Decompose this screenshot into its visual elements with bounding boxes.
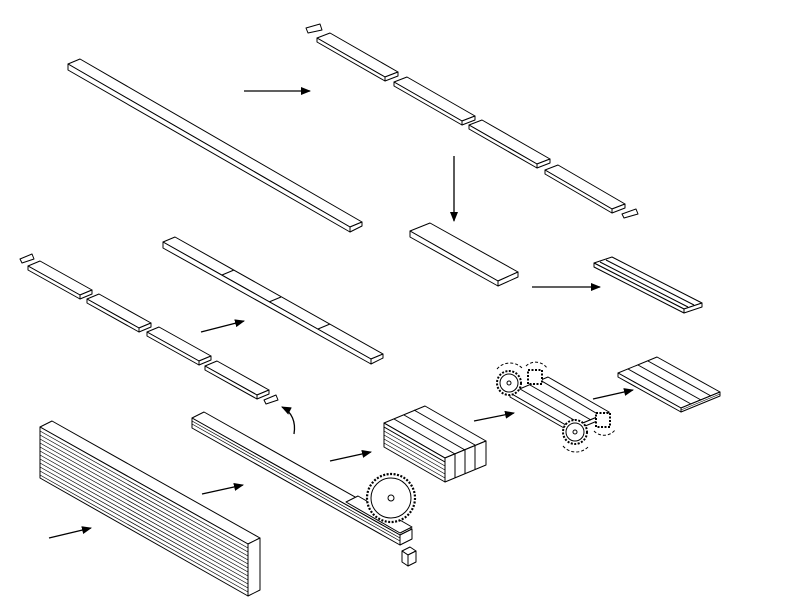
- finished-panel: [593, 256, 703, 314]
- offcut-piece: [621, 208, 639, 219]
- strip-piece: [86, 293, 152, 333]
- arrow-icon: [201, 483, 244, 495]
- offcut-piece: [305, 23, 323, 34]
- offcut-piece: [263, 394, 279, 405]
- strip-piece: [146, 326, 212, 366]
- arrow-icon: [473, 410, 515, 422]
- strip-piece: [204, 360, 270, 400]
- saw-blade-icon: [365, 472, 417, 524]
- cut-piece: [544, 164, 626, 214]
- arrow-icon: [281, 406, 296, 435]
- cutter-head-icon: [593, 412, 616, 436]
- glued-stack: [39, 420, 261, 597]
- arrow-icon: [200, 319, 245, 333]
- cut-piece: [316, 32, 399, 82]
- lamella-offcut: [401, 546, 417, 567]
- lamella-stack: [383, 405, 487, 483]
- arrow-icon: [48, 526, 92, 539]
- arrow-icon: [329, 450, 372, 462]
- laminated-blank: [162, 236, 384, 365]
- arrow-icon: [592, 388, 634, 400]
- long-board: [67, 58, 363, 233]
- cutter-head-icon: [525, 361, 548, 385]
- cut-piece: [393, 76, 476, 126]
- cut-piece: [468, 119, 551, 169]
- finished-boards: [617, 356, 721, 413]
- shaped-plank: [409, 222, 519, 287]
- strip-piece: [27, 260, 93, 300]
- planer-panels: [509, 376, 610, 433]
- cut-pieces-top: [305, 23, 639, 219]
- cutter-head-icon: [562, 419, 589, 453]
- cutter-head-icon: [496, 362, 523, 396]
- sorted-strips: [19, 253, 279, 405]
- offcut-piece: [19, 253, 35, 264]
